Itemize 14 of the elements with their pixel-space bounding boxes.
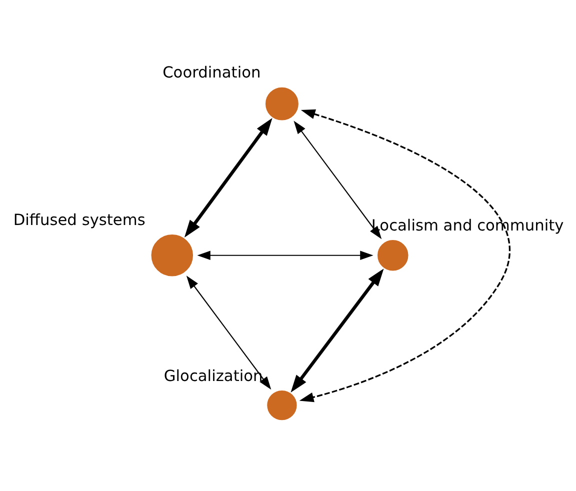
node-label: Diffused systems: [13, 210, 146, 229]
node-label: Coordination: [162, 64, 261, 82]
node-circle: [149, 232, 196, 278]
arrow: [197, 250, 374, 260]
node-circle: [264, 388, 299, 422]
node-circle: [263, 85, 301, 122]
node-label: Glocalization: [164, 366, 263, 385]
arrow: [290, 268, 384, 393]
arrow: [299, 109, 510, 402]
arrow: [184, 118, 272, 238]
node-label: Localism and community: [371, 216, 564, 234]
arrow: [186, 276, 272, 390]
node-circle: [375, 238, 410, 273]
arrow: [294, 120, 382, 240]
